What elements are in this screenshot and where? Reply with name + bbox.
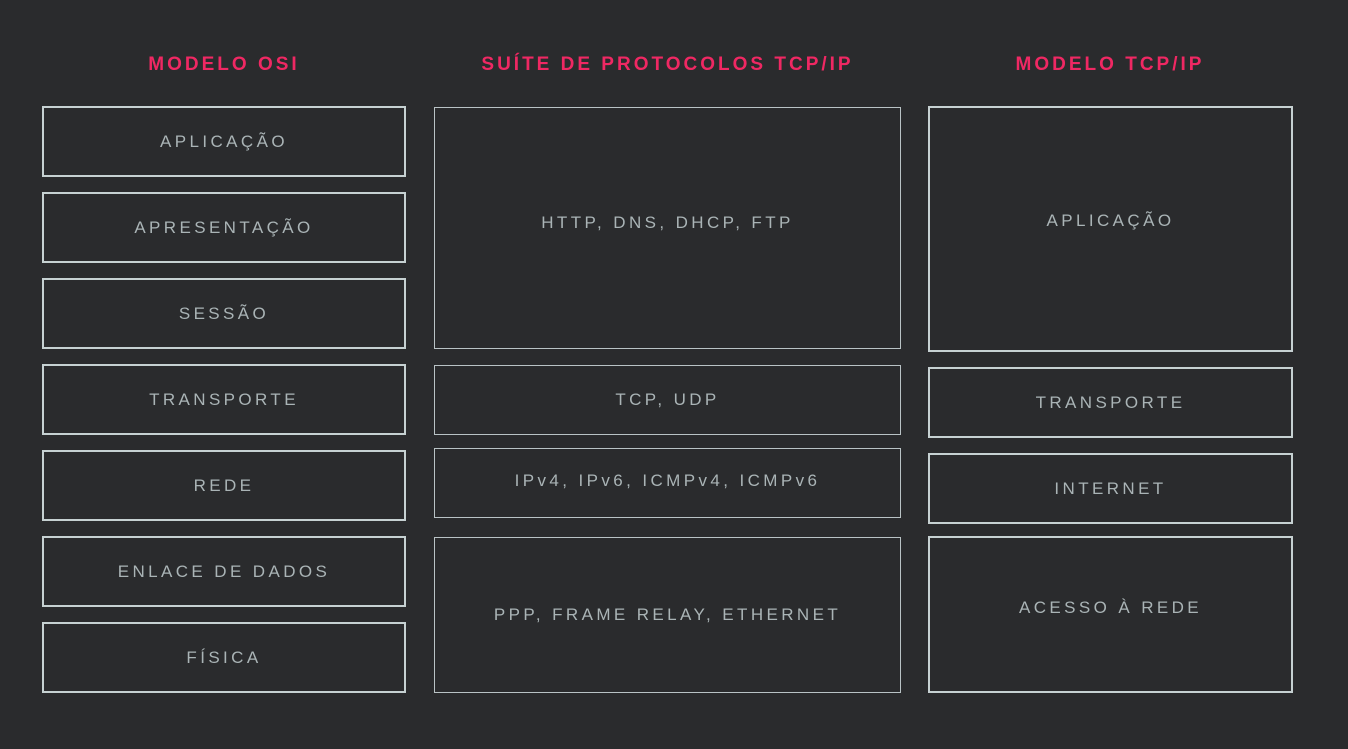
- osi-layer-session: SESSÃO: [42, 278, 406, 349]
- osi-layer-network: REDE: [42, 450, 406, 521]
- osi-layer-label: FÍSICA: [186, 647, 262, 667]
- tcpip-layer-label: TRANSPORTE: [1035, 392, 1186, 412]
- tcpip-suite-title: SUÍTE DE PROTOCOLOS TCP/IP: [481, 54, 854, 75]
- osi-layer-data-link: ENLACE DE DADOS: [42, 536, 406, 607]
- tcpip-layer-network-access: ACESSO À REDE: [928, 536, 1293, 693]
- osi-layer-label: SESSÃO: [178, 303, 270, 323]
- tcpip-layer-application: APLICAÇÃO: [928, 106, 1293, 352]
- tcpip-model-title: MODELO TCP/IP: [1015, 54, 1205, 75]
- tcpip-layer-label: ACESSO À REDE: [1018, 597, 1203, 617]
- suite-application-protocols: HTTP, DNS, DHCP, FTP: [434, 107, 901, 349]
- suite-internet-protocols: IPv4, IPv6, ICMPv4, ICMPv6: [434, 448, 901, 518]
- tcpip-layer-internet: INTERNET: [928, 453, 1293, 524]
- suite-protocols-label: HTTP, DNS, DHCP, FTP: [541, 213, 794, 232]
- osi-layer-label: APLICAÇÃO: [160, 131, 288, 151]
- osi-model-title: MODELO OSI: [148, 54, 300, 75]
- osi-layer-label: ENLACE DE DADOS: [117, 561, 331, 581]
- suite-protocols-label: PPP, FRAME RELAY, ETHERNET: [493, 605, 842, 624]
- osi-layer-physical: FÍSICA: [42, 622, 406, 693]
- osi-layer-label: TRANSPORTE: [149, 389, 299, 409]
- suite-network-access-protocols: PPP, FRAME RELAY, ETHERNET: [434, 537, 901, 693]
- suite-protocols-label: TCP, UDP: [615, 390, 720, 409]
- tcpip-layer-transport: TRANSPORTE: [928, 367, 1293, 438]
- suite-transport-protocols: TCP, UDP: [434, 365, 901, 435]
- suite-protocols-label: IPv4, IPv6, ICMPv4, ICMPv6: [514, 471, 821, 490]
- osi-layer-presentation: APRESENTAÇÃO: [42, 192, 406, 263]
- osi-layer-label: REDE: [193, 475, 255, 495]
- tcpip-layer-label: APLICAÇÃO: [1046, 211, 1175, 230]
- osi-layer-application: APLICAÇÃO: [42, 106, 406, 177]
- tcpip-layer-label: INTERNET: [1054, 478, 1167, 498]
- osi-layer-label: APRESENTAÇÃO: [134, 217, 314, 237]
- osi-layer-transport: TRANSPORTE: [42, 364, 406, 435]
